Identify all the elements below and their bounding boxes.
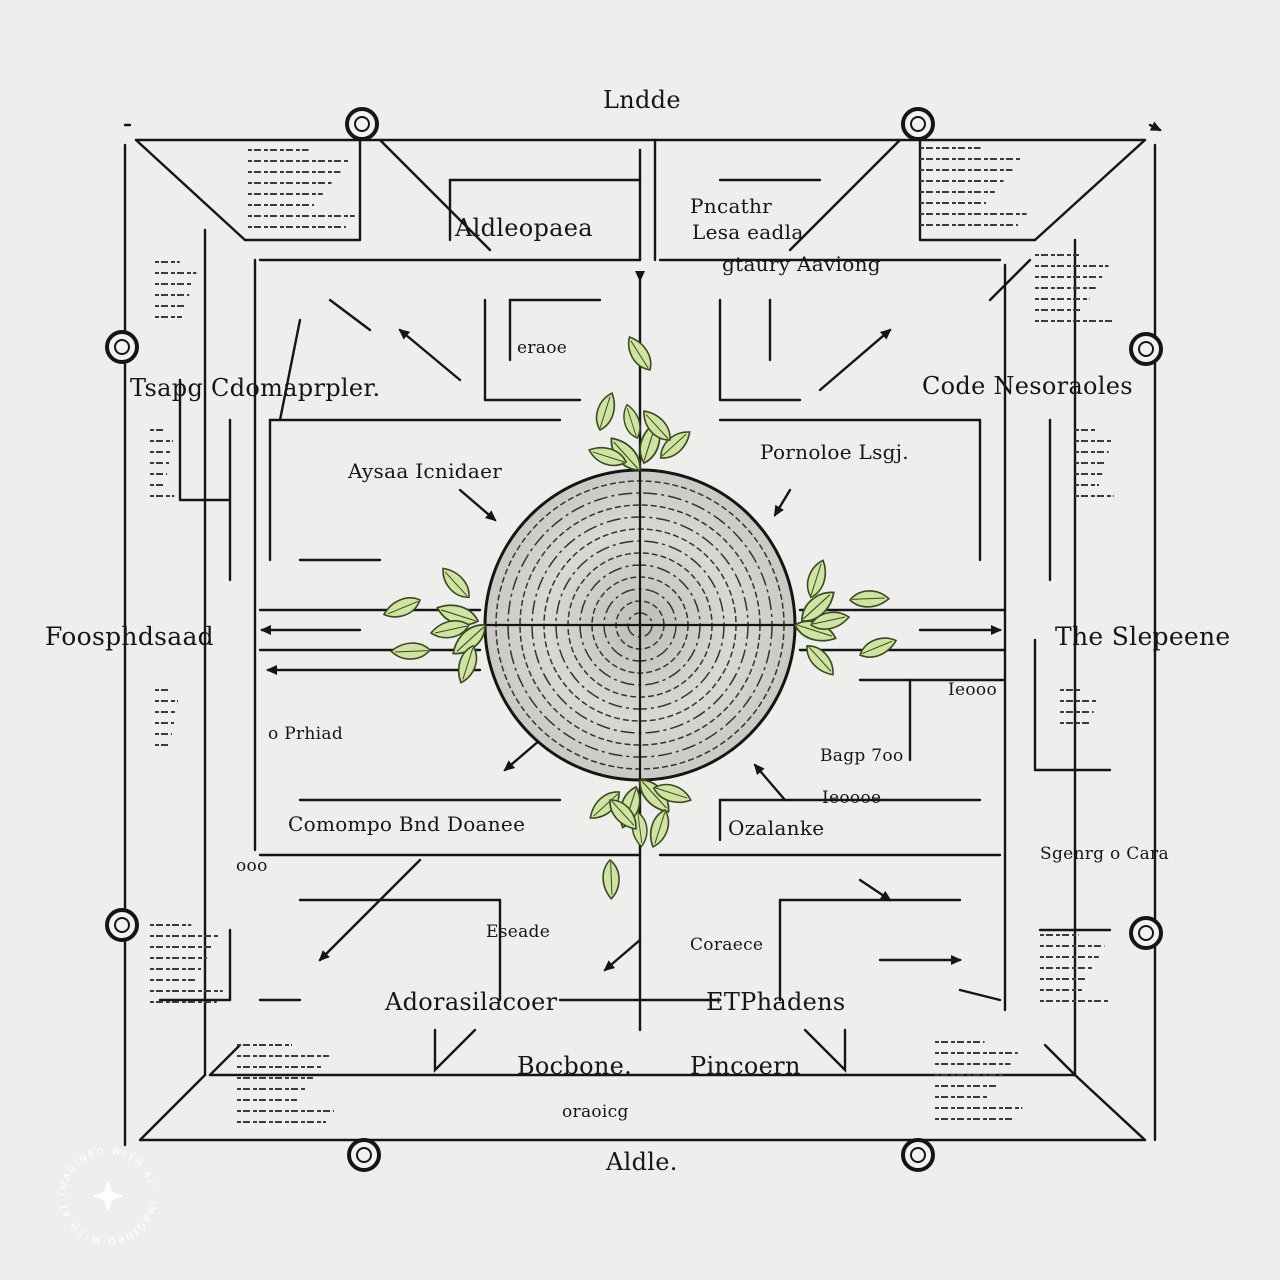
- leaf: [623, 403, 641, 440]
- leaf: [806, 559, 827, 599]
- label-left-small-lower: o Prhiad: [268, 724, 344, 744]
- label-bottom-small: oraoicg: [562, 1102, 629, 1122]
- label-inner-upper-left: Aysaa Icnidaer: [348, 459, 503, 483]
- leaf: [429, 620, 471, 639]
- label-inner-lower-left: Comompo Bnd Doanee: [288, 812, 526, 836]
- label-right-lower-1: Ieooo: [948, 680, 997, 700]
- leaf: [610, 437, 641, 471]
- leaf: [649, 808, 670, 849]
- leaf-sprigs: [382, 335, 898, 901]
- label-left-small-lowest: ooo: [236, 856, 268, 876]
- connector-node: [1129, 332, 1163, 366]
- label-lower-center-left: Eseade: [486, 922, 551, 942]
- leaf: [382, 597, 422, 618]
- label-top-left-box: Aldleopaea: [455, 214, 593, 242]
- label-lower-center-right: Coraece: [690, 935, 764, 955]
- label-bottom: Aldle.: [606, 1148, 678, 1176]
- central-disc: [483, 468, 797, 782]
- label-right-lower-3: Ieoooe: [822, 788, 882, 808]
- leaf: [809, 611, 851, 630]
- leaf: [639, 779, 670, 813]
- leaf: [442, 567, 470, 599]
- connector-node: [105, 908, 139, 942]
- leaf: [806, 644, 834, 676]
- label-top-right-2: Lesa eadla: [692, 220, 804, 244]
- leaf: [602, 858, 620, 901]
- leaf: [457, 644, 478, 684]
- watermark-badge: IMAGINED WITH AI · IMAGINED WITH AI ·: [52, 1140, 164, 1252]
- label-inner-lower-right: Ozalanke: [728, 816, 825, 840]
- leaf: [652, 783, 692, 804]
- label-left-middle: Tsapg Cdomaprpler.: [130, 374, 381, 402]
- connector-node: [347, 1138, 381, 1172]
- connector-node: [345, 107, 379, 141]
- leaf: [609, 799, 637, 830]
- connector-node: [901, 107, 935, 141]
- leaf: [643, 410, 671, 441]
- label-top-right-3: gtaury Aaviong: [722, 252, 881, 276]
- connector-node-inner: [910, 1147, 926, 1163]
- label-lower-right: ETPhadens: [706, 988, 846, 1016]
- label-bottom-right: Pincoern: [690, 1052, 801, 1080]
- leaf: [588, 446, 628, 467]
- label-lower-left: Adorasilacoer: [385, 988, 558, 1016]
- connector-node-inner: [910, 116, 926, 132]
- connector-node-inner: [1138, 341, 1154, 357]
- label-left-upper-small: eraoe: [517, 338, 568, 358]
- label-right-lower-2: Bagp 7oo: [820, 746, 904, 766]
- connector-node-inner: [114, 917, 130, 933]
- leaf: [627, 335, 652, 371]
- label-top: Lndde: [603, 86, 681, 114]
- label-right-middle: Code Nesoraoles: [922, 372, 1133, 400]
- label-top-right-1: Pncathr: [690, 194, 773, 218]
- connector-node: [1129, 916, 1163, 950]
- connector-node-inner: [1138, 925, 1154, 941]
- leaf: [858, 637, 898, 658]
- watermark-icon: [92, 1180, 124, 1212]
- leaf: [659, 431, 691, 459]
- connector-node-inner: [114, 339, 130, 355]
- connector-node: [105, 330, 139, 364]
- label-right-side: The Slepeene: [1055, 622, 1231, 651]
- label-left-side: Foosphdsaad: [45, 622, 214, 651]
- leaf: [389, 642, 432, 660]
- leaf: [848, 590, 891, 608]
- label-bottom-left: Bocbone.: [517, 1052, 633, 1080]
- connector-node: [901, 1138, 935, 1172]
- text-block-scribbles: [150, 147, 1114, 1123]
- label-right-lower-4: Sgenrg o Cara: [1040, 844, 1169, 864]
- leaf: [801, 591, 835, 622]
- connector-nodes: [105, 107, 1163, 1172]
- connector-node-inner: [356, 1147, 372, 1163]
- leaf: [595, 391, 616, 432]
- label-inner-upper-right: Pornoloe Lsgj.: [760, 440, 909, 464]
- leaf: [452, 624, 486, 655]
- connector-node-inner: [354, 116, 370, 132]
